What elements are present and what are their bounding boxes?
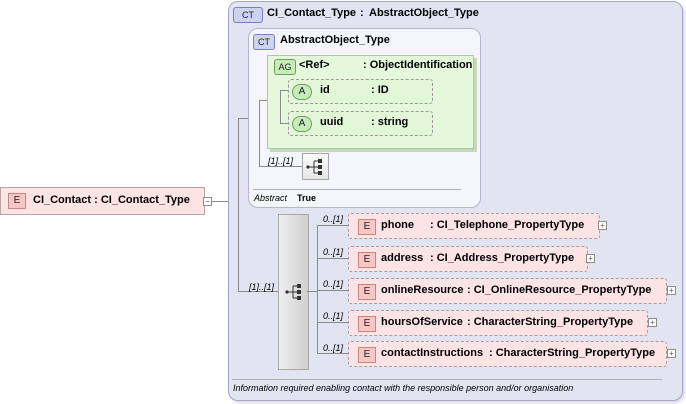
- element-cardinality: 0..[1]: [323, 279, 344, 289]
- element-onlineresource[interactable]: E onlineResource : CI_OnlineResource_Pro…: [348, 278, 667, 304]
- element-badge: E: [358, 316, 376, 332]
- expand-icon[interactable]: +: [648, 318, 657, 327]
- expand-icon[interactable]: +: [667, 349, 676, 358]
- connector-line: [238, 118, 239, 292]
- element-address[interactable]: E address : CI_Address_PropertyType: [348, 246, 588, 272]
- connector-line: [280, 123, 288, 124]
- attribute-uuid[interactable]: A uuid : string: [288, 111, 433, 136]
- element-badge: E: [358, 347, 376, 363]
- sequence-icon: [306, 159, 322, 175]
- connector-line: [259, 166, 302, 167]
- element-cardinality: 0..[1]: [323, 214, 344, 224]
- element-name: onlineResource: [381, 284, 464, 296]
- expand-icon[interactable]: +: [667, 286, 676, 295]
- sequence-cardinality: [1]..[1]: [249, 282, 275, 292]
- complex-type-base: AbstractObject_Type: [369, 7, 479, 19]
- attribute-name: id: [320, 84, 330, 96]
- element-cardinality: 0..[1]: [323, 311, 344, 321]
- connector-line: [317, 225, 348, 226]
- abstract-property-value: True: [297, 193, 317, 203]
- element-name: phone: [381, 219, 414, 231]
- element-name: address: [381, 252, 424, 264]
- sequence-icon: [285, 284, 301, 300]
- connector-line: [317, 225, 318, 353]
- connector-line: [238, 291, 278, 292]
- element-type: : CharacterString_PropertyType: [489, 347, 656, 359]
- connector-line: [280, 90, 281, 123]
- element-cardinality: 0..[1]: [323, 247, 344, 257]
- attribute-badge: A: [292, 84, 312, 100]
- connector-line: [317, 290, 348, 291]
- element-type: : CI_Telephone_PropertyType: [430, 219, 585, 231]
- inner-sequence-cardinality: [1]..[1]: [268, 156, 294, 166]
- attribute-group-type: : ObjectIdentification: [363, 59, 473, 71]
- connector-line: [317, 353, 348, 354]
- connector-line: [317, 258, 348, 259]
- attribute-group-badge: AG: [274, 59, 296, 75]
- element-name: contactInstructions: [381, 347, 484, 359]
- element-contactinstructions[interactable]: E contactInstructions : CharacterString_…: [348, 341, 667, 367]
- abstract-type-name: AbstractObject_Type: [280, 34, 390, 46]
- connector-line: [259, 100, 267, 101]
- element-type: : CI_OnlineResource_PropertyType: [467, 284, 652, 296]
- root-element-label: CI_Contact : CI_Contact_Type: [33, 194, 190, 206]
- attribute-type: : ID: [371, 84, 389, 96]
- sequence-box[interactable]: [278, 214, 309, 370]
- attribute-type: : string: [371, 116, 409, 128]
- expand-icon[interactable]: +: [598, 221, 607, 230]
- divider: [232, 379, 662, 380]
- connector-line: [259, 100, 260, 166]
- element-badge: E: [8, 193, 26, 209]
- abstract-type-badge: CT: [253, 34, 275, 50]
- element-badge: E: [358, 252, 376, 268]
- complex-type-name: CI_Contact_Type: [267, 7, 357, 19]
- element-cardinality: 0..[1]: [323, 343, 344, 353]
- element-type: : CI_Address_PropertyType: [430, 252, 575, 264]
- attribute-name: uuid: [320, 116, 344, 128]
- divider: [253, 189, 461, 190]
- connector-line: [317, 322, 348, 323]
- attribute-group-ref: <Ref>: [299, 59, 330, 71]
- element-hoursofservice[interactable]: E hoursOfService : CharacterString_Prope…: [348, 310, 648, 336]
- attribute-badge: A: [292, 116, 312, 132]
- collapse-icon[interactable]: −: [203, 197, 212, 206]
- inner-sequence-box[interactable]: [302, 153, 329, 180]
- element-phone[interactable]: E phone : CI_Telephone_PropertyType: [348, 213, 600, 239]
- complex-type-badge: CT: [233, 7, 263, 23]
- root-element-box[interactable]: E CI_Contact : CI_Contact_Type: [0, 187, 205, 215]
- element-badge: E: [358, 284, 376, 300]
- complex-type-separator: :: [360, 7, 364, 19]
- abstract-property-label: Abstract: [254, 193, 288, 203]
- connector-line: [307, 291, 317, 292]
- connector-line: [280, 90, 288, 91]
- connector-line: [212, 201, 238, 202]
- element-name: hoursOfService: [381, 316, 463, 328]
- expand-icon[interactable]: +: [586, 254, 595, 263]
- element-type: : CharacterString_PropertyType: [467, 316, 634, 328]
- documentation-text: Information required enabling contact wi…: [233, 383, 574, 393]
- attribute-id[interactable]: A id : ID: [288, 79, 433, 104]
- element-badge: E: [358, 219, 376, 235]
